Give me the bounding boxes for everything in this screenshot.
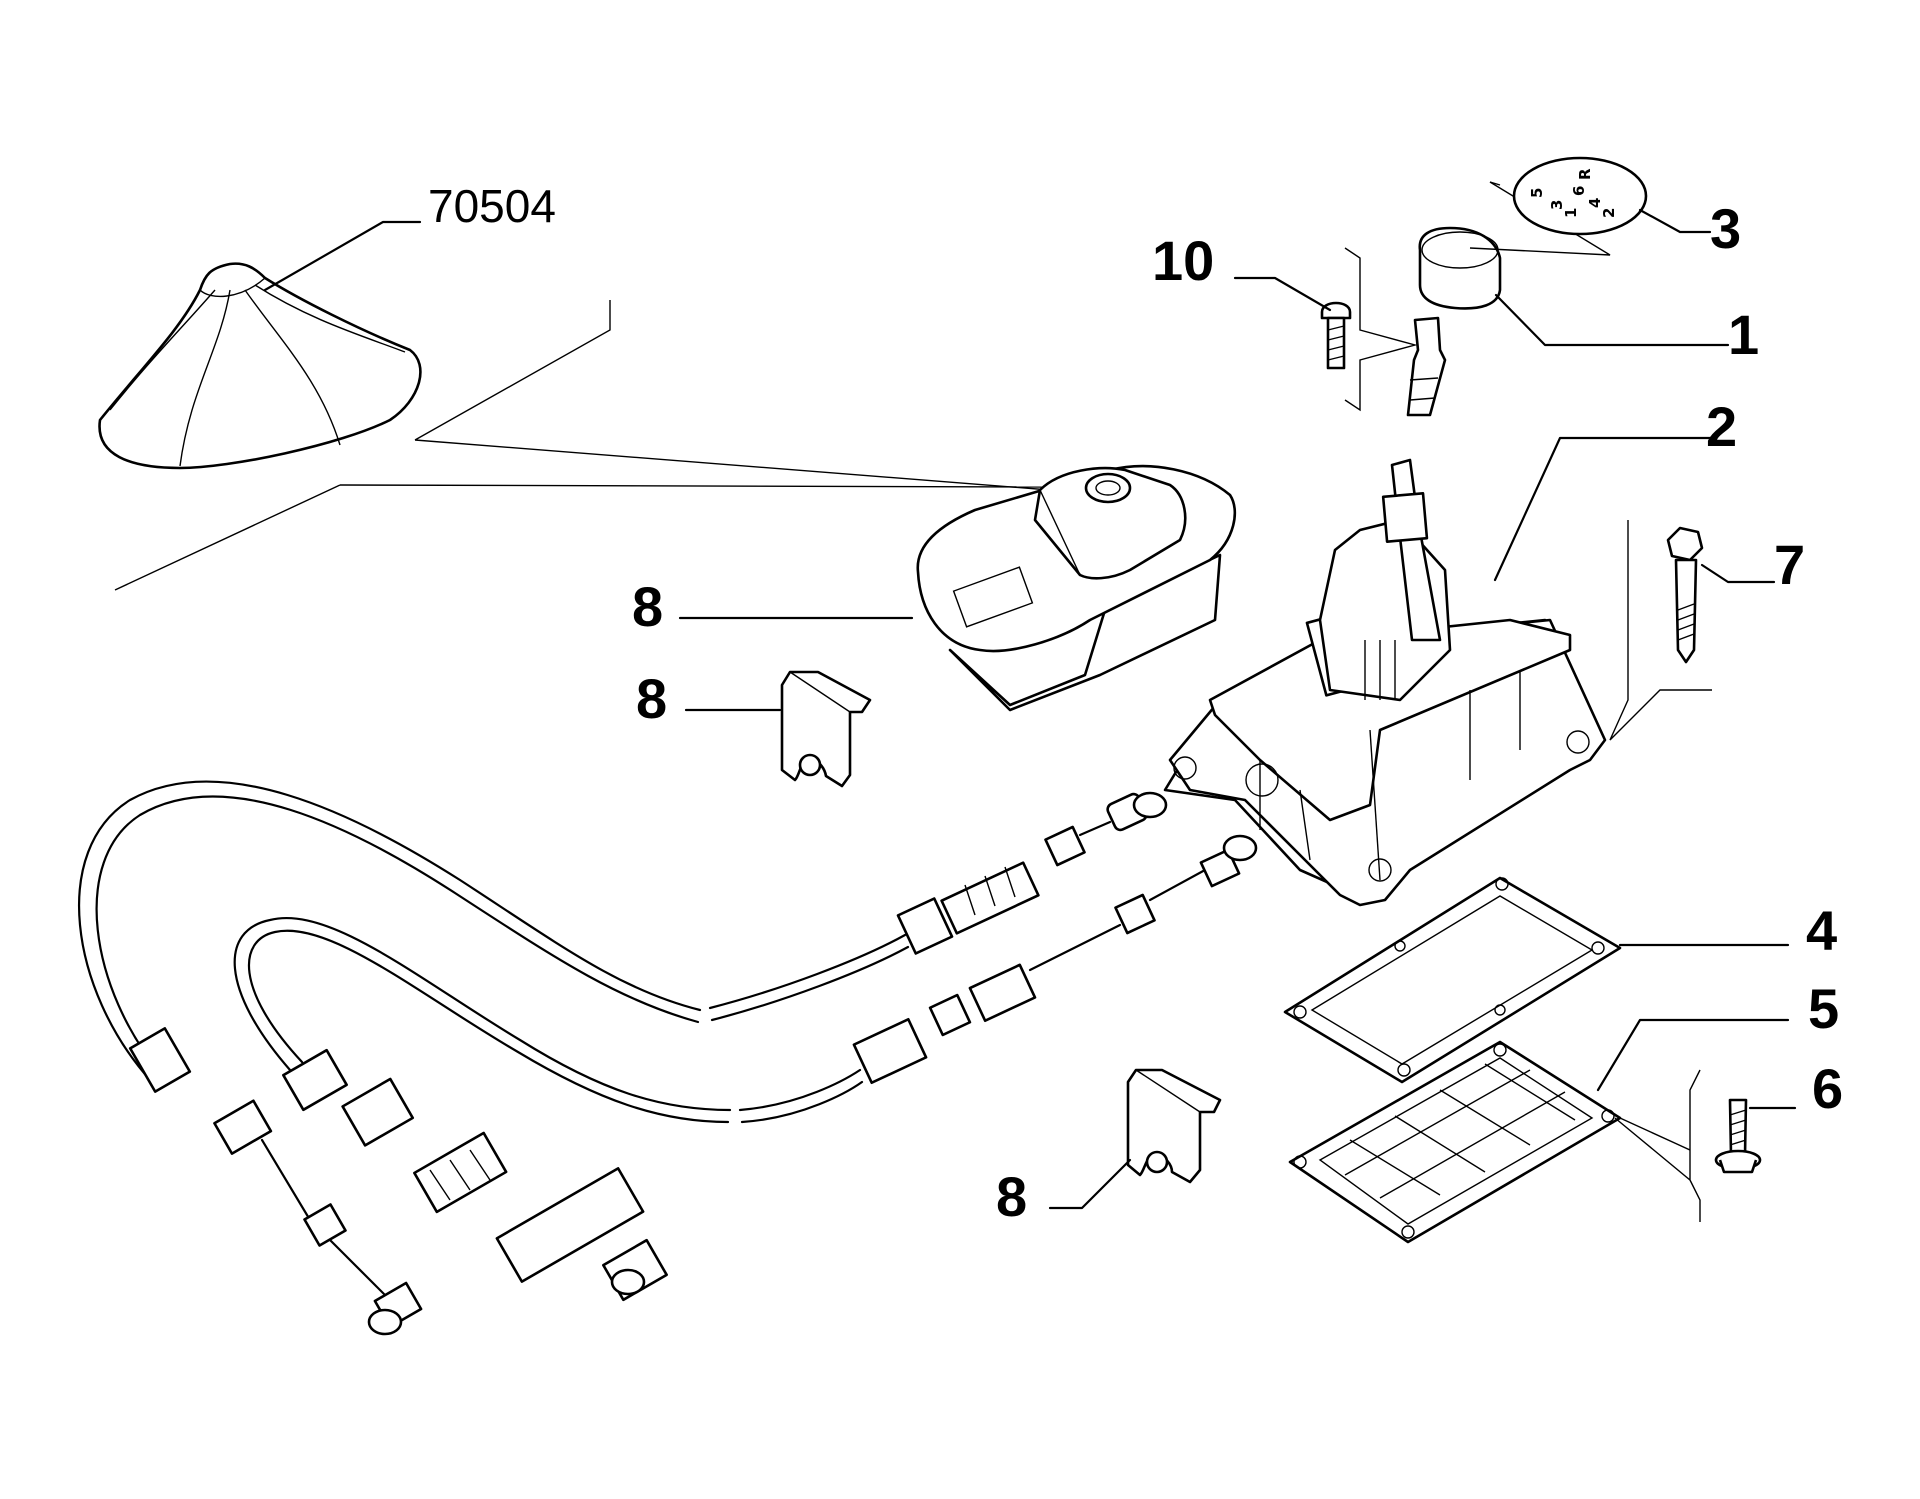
clip-upper bbox=[780, 670, 872, 788]
bolt-10 bbox=[1320, 247, 1418, 412]
callout-6: 6 bbox=[1812, 1057, 1843, 1120]
callout-8-upper: 8 bbox=[636, 667, 667, 730]
shift-glyph-2: 2 bbox=[1600, 208, 1618, 218]
callout-9: 8 bbox=[632, 575, 663, 638]
shift-glyph-4: 4 bbox=[1586, 198, 1604, 208]
screw-6 bbox=[1614, 1069, 1762, 1222]
shift-glyph-1: 1 bbox=[1562, 208, 1580, 218]
shift-glyph-5: 5 bbox=[1528, 188, 1546, 198]
gear-knob bbox=[1418, 226, 1502, 310]
gear-lever-housing bbox=[1163, 316, 1607, 907]
callout-1: 1 bbox=[1728, 303, 1759, 366]
callout-10: 10 bbox=[1152, 229, 1214, 292]
gaiter-leader-frame bbox=[114, 220, 1051, 591]
callout-4: 4 bbox=[1806, 899, 1837, 962]
lever-boot-seal bbox=[916, 464, 1237, 712]
bolt-7 bbox=[1666, 526, 1704, 664]
callout-8-lower: 8 bbox=[996, 1165, 1027, 1228]
callout-7: 7 bbox=[1774, 533, 1805, 596]
clip-lower bbox=[1126, 1068, 1222, 1184]
callout-5: 5 bbox=[1808, 977, 1839, 1040]
shift-glyph-3: 3 bbox=[1548, 200, 1566, 210]
callout-3: 3 bbox=[1710, 197, 1741, 260]
shift-glyph-6: 6 bbox=[1570, 186, 1588, 196]
callout-2: 2 bbox=[1706, 395, 1737, 458]
reference-number-label: 70504 bbox=[428, 180, 556, 232]
shift-glyph-R: R bbox=[1576, 168, 1594, 180]
gasket bbox=[1283, 876, 1622, 1084]
base-plate bbox=[1288, 1040, 1622, 1244]
shift-cables bbox=[78, 780, 1258, 1336]
shift-pattern-badge: 5 3 1 R 6 4 2 bbox=[1469, 156, 1648, 256]
lever-gaiter bbox=[98, 262, 422, 470]
